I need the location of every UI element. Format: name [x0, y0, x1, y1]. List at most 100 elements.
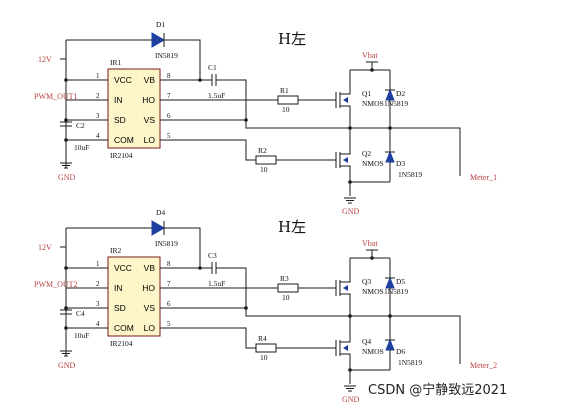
output-wire [390, 127, 461, 176]
ic-pin-right-label: VS [144, 115, 156, 125]
wire [340, 92, 351, 95]
gnd-label: GND [342, 207, 360, 216]
wire [245, 308, 350, 317]
vbat-label: Vbat [362, 51, 378, 60]
freewheel-diode-low [385, 338, 395, 351]
mosfet-ref: Q3 [362, 277, 371, 286]
wire [164, 227, 201, 268]
junction-dot [64, 78, 68, 82]
ic-pin-right-label: LO [144, 323, 156, 333]
driver-ic [107, 68, 161, 149]
ic-pin-left-label: SD [114, 115, 126, 125]
resistor-value: 10 [260, 165, 268, 174]
resistor-ref: R4 [258, 334, 267, 343]
resistor-value: 10 [282, 293, 290, 302]
resistor-ref: R1 [280, 86, 289, 95]
bootstrap-diode [151, 32, 165, 48]
pin-number: 6 [167, 300, 171, 308]
mosfet-type: NMOS [362, 99, 384, 108]
wire [340, 152, 351, 155]
junction-dot [370, 68, 374, 72]
pin-number: 1 [96, 72, 100, 80]
gnd-label: GND [58, 173, 76, 182]
ic-pin-right-label: HO [142, 283, 155, 293]
pin-number: 8 [167, 72, 171, 80]
wire [340, 293, 351, 316]
gate-resistor-low [255, 155, 277, 165]
mosfet-arrow [343, 345, 348, 351]
pin-number: 3 [96, 112, 100, 120]
boot-cap-value: 1.5uF [208, 91, 225, 100]
wire [340, 280, 351, 283]
mosfet-type: NMOS [362, 159, 384, 168]
diode-ref: D3 [396, 159, 405, 168]
cap-value: 10uF [74, 331, 89, 340]
wire [245, 120, 350, 129]
wire [340, 340, 351, 343]
ic-part: IR2104 [110, 339, 133, 348]
mosfet-type: NMOS [362, 347, 384, 356]
pin-number: 5 [167, 132, 171, 140]
resistor-value: 10 [260, 353, 268, 362]
pin-number: 4 [96, 132, 100, 140]
ic-pin-right-label: VB [144, 263, 156, 273]
ic-pin-right-label: VS [144, 303, 156, 313]
resistor-value: 10 [282, 105, 290, 114]
wire [216, 79, 247, 120]
pin-number: 7 [167, 280, 171, 288]
pin-number: 7 [167, 92, 171, 100]
junction-dot [64, 266, 68, 270]
mosfet-ref: Q4 [362, 337, 371, 346]
ic-pin-left-label: VCC [114, 263, 132, 273]
pin-number: 3 [96, 300, 100, 308]
resistor-ref: R3 [280, 274, 289, 283]
junction-dot [64, 306, 68, 310]
ic-ref: IR2 [110, 246, 122, 255]
output-wire [390, 315, 461, 364]
pwm-input-label: PWM_OUT1 [34, 92, 78, 101]
boot-cap-value: 1.5uF [208, 279, 225, 288]
wire [340, 105, 351, 128]
boot-cap-ref: C1 [208, 63, 217, 72]
gnd-label: GND [58, 361, 76, 370]
wire [200, 139, 256, 161]
diode-ref: D4 [156, 208, 165, 217]
csdn-watermark: CSDN @宁静致远2021 [368, 382, 507, 398]
vbat-label: Vbat [362, 239, 378, 248]
mosfet-ref: Q1 [362, 89, 371, 98]
diode-part: 1N5819 [384, 287, 408, 296]
boot-cap-ref: C3 [208, 251, 217, 260]
mosfet-arrow [343, 285, 348, 291]
ic-pin-left-label: COM [114, 323, 134, 333]
ic-pin-left-label: COM [114, 135, 134, 145]
wire [340, 353, 351, 370]
diode-part: 1N5819 [398, 358, 422, 367]
pin-number: 8 [167, 260, 171, 268]
ic-pin-right-label: HO [142, 95, 155, 105]
supply-label: 12V [38, 243, 52, 252]
wire [216, 267, 247, 308]
mosfet-type: NMOS [362, 287, 384, 296]
circuit-title: H左 [278, 30, 306, 48]
pin-number: 1 [96, 260, 100, 268]
diode-part: 1N5819 [398, 170, 422, 179]
gate-resistor-high [277, 283, 299, 293]
pin-number: 6 [167, 112, 171, 120]
cap-ref: C4 [76, 309, 85, 318]
gate-resistor-high [277, 95, 299, 105]
motor-output-label: Meter_2 [470, 361, 497, 370]
driver-ic [107, 256, 161, 337]
ic-pin-left-label: SD [114, 303, 126, 313]
mosfet-ref: Q2 [362, 149, 371, 158]
wire [164, 39, 201, 80]
junction-dot [64, 118, 68, 122]
ic-pin-left-label: VCC [114, 75, 132, 85]
resistor-ref: R2 [258, 146, 267, 155]
pin-number: 2 [96, 280, 100, 288]
gate-resistor-low [255, 343, 277, 353]
pin-number: 4 [96, 320, 100, 328]
ic-pin-left-label: IN [114, 283, 123, 293]
